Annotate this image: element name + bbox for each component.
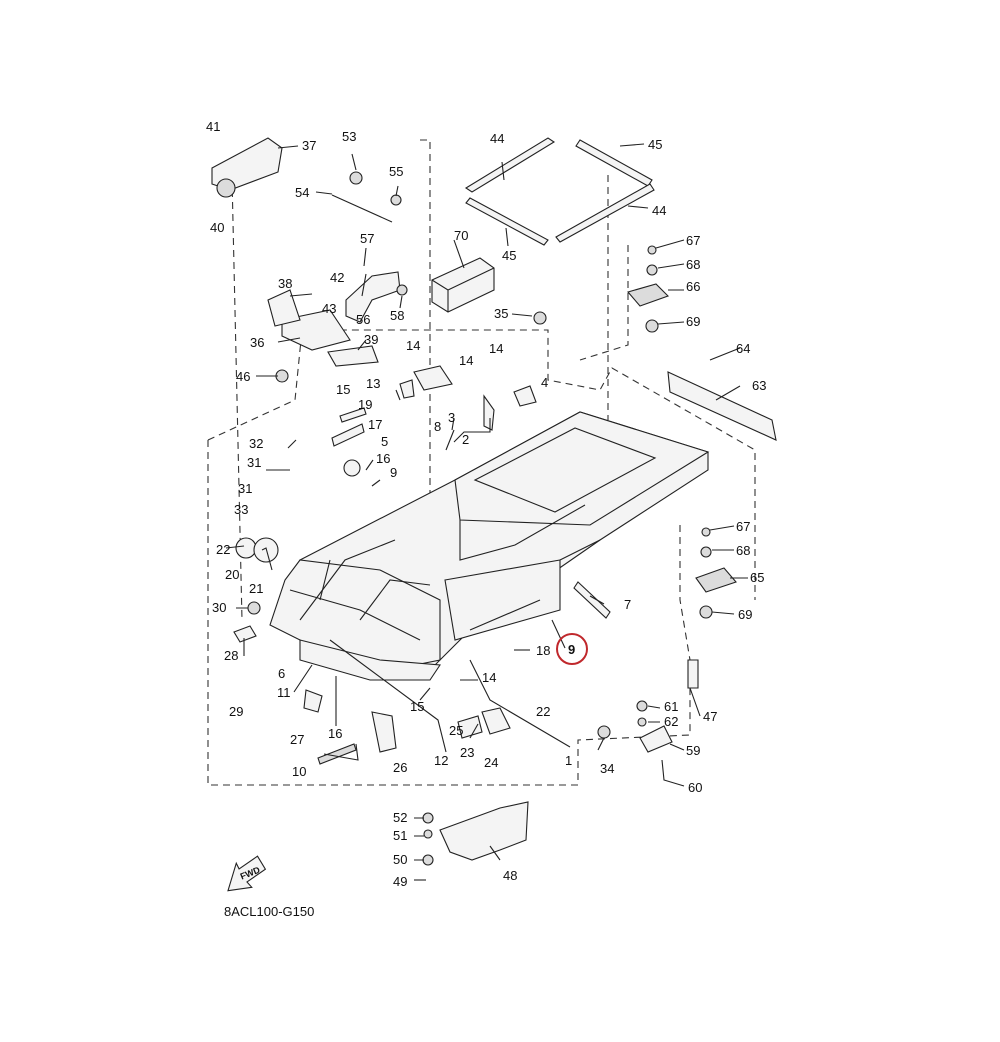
part-label: 63 — [752, 378, 766, 393]
small-parts — [211, 137, 777, 866]
part-label: 22 — [536, 704, 550, 719]
part-label: 32 — [249, 436, 263, 451]
part-label: 21 — [249, 581, 263, 596]
part-label: 26 — [393, 760, 407, 775]
part-label: 18 — [536, 643, 550, 658]
part-label: 16 — [376, 451, 390, 466]
part-label: 51 — [393, 828, 407, 843]
part-label: 2 — [462, 432, 469, 447]
part-label: 20 — [225, 567, 239, 582]
part-label: 69 — [738, 607, 752, 622]
part-label: 52 — [393, 810, 407, 825]
diagram-code: 8ACL100-G150 — [224, 904, 314, 919]
part-label: 9 — [390, 465, 397, 480]
part-label: 62 — [664, 714, 678, 729]
part-label: 25 — [449, 723, 463, 738]
part-label: 5 — [381, 434, 388, 449]
part-label: 56 — [356, 312, 370, 327]
part-label: 30 — [212, 600, 226, 615]
part-labels: 1 2 3 4 5 6 7 8 9 9 10 11 12 13 14 14 14… — [206, 119, 766, 889]
part-label: 7 — [624, 597, 631, 612]
part-label: 12 — [434, 753, 448, 768]
part-label: 6 — [278, 666, 285, 681]
part-label: 15 — [336, 382, 350, 397]
part-label: 65 — [750, 570, 764, 585]
group-outlines — [207, 139, 756, 786]
part-label: 29 — [229, 704, 243, 719]
part-label: 60 — [688, 780, 702, 795]
part-label: 50 — [393, 852, 407, 867]
part-label: 39 — [364, 332, 378, 347]
part-label: 31 — [247, 455, 261, 470]
leader-lines — [225, 143, 748, 881]
part-label: 38 — [278, 276, 292, 291]
part-label: 70 — [454, 228, 468, 243]
hull-assembly — [269, 411, 710, 681]
part-label: 42 — [330, 270, 344, 285]
part-label: 69 — [686, 314, 700, 329]
part-label: 55 — [389, 164, 403, 179]
part-label: 40 — [210, 220, 224, 235]
part-label: 17 — [368, 417, 382, 432]
part-label: 14 — [459, 353, 473, 368]
part-label: 64 — [736, 341, 750, 356]
part-label: 58 — [390, 308, 404, 323]
part-label: 66 — [686, 279, 700, 294]
highlight-circle — [556, 633, 588, 665]
part-label: 47 — [703, 709, 717, 724]
part-label: 23 — [460, 745, 474, 760]
seat-frame-bars — [464, 137, 655, 246]
part-label: 14 — [482, 670, 496, 685]
part-label: 67 — [736, 519, 750, 534]
part-label: 8 — [434, 419, 441, 434]
part-label: 3 — [448, 410, 455, 425]
part-label-highlighted: 9 — [568, 642, 575, 657]
part-label: 67 — [686, 233, 700, 248]
part-label: 33 — [234, 502, 248, 517]
part-label: 68 — [736, 543, 750, 558]
part-label: 68 — [686, 257, 700, 272]
part-label: 24 — [484, 755, 498, 770]
part-label: 57 — [360, 231, 374, 246]
part-label: 28 — [224, 648, 238, 663]
part-label: 22 — [216, 542, 230, 557]
part-label: 16 — [328, 726, 342, 741]
part-label: 54 — [295, 185, 309, 200]
part-label: 37 — [302, 138, 316, 153]
part-label: 46 — [236, 369, 250, 384]
part-label: 53 — [342, 129, 356, 144]
part-label: 44 — [652, 203, 666, 218]
part-label: 35 — [494, 306, 508, 321]
part-label: 4 — [541, 375, 548, 390]
part-label: 36 — [250, 335, 264, 350]
part-label: 41 — [206, 119, 220, 134]
part-label: 15 — [410, 699, 424, 714]
part-label: 14 — [489, 341, 503, 356]
part-label: 59 — [686, 743, 700, 758]
fwd-arrow-icon: FWD — [227, 855, 267, 892]
part-label: 27 — [290, 732, 304, 747]
part-label: 49 — [393, 874, 407, 889]
part-label: 61 — [664, 699, 678, 714]
part-label: 10 — [292, 764, 306, 779]
part-label: 45 — [648, 137, 662, 152]
part-label: 19 — [358, 397, 372, 412]
part-label: 1 — [565, 753, 572, 768]
part-label: 31 — [238, 481, 252, 496]
part-label: 48 — [503, 868, 517, 883]
part-label: 14 — [406, 338, 420, 353]
part-label: 44 — [490, 131, 504, 146]
part-label: 34 — [600, 761, 614, 776]
part-label: 13 — [366, 376, 380, 391]
part-label: 11 — [277, 685, 291, 700]
part-label: 43 — [322, 301, 336, 316]
part-label: 45 — [502, 248, 516, 263]
